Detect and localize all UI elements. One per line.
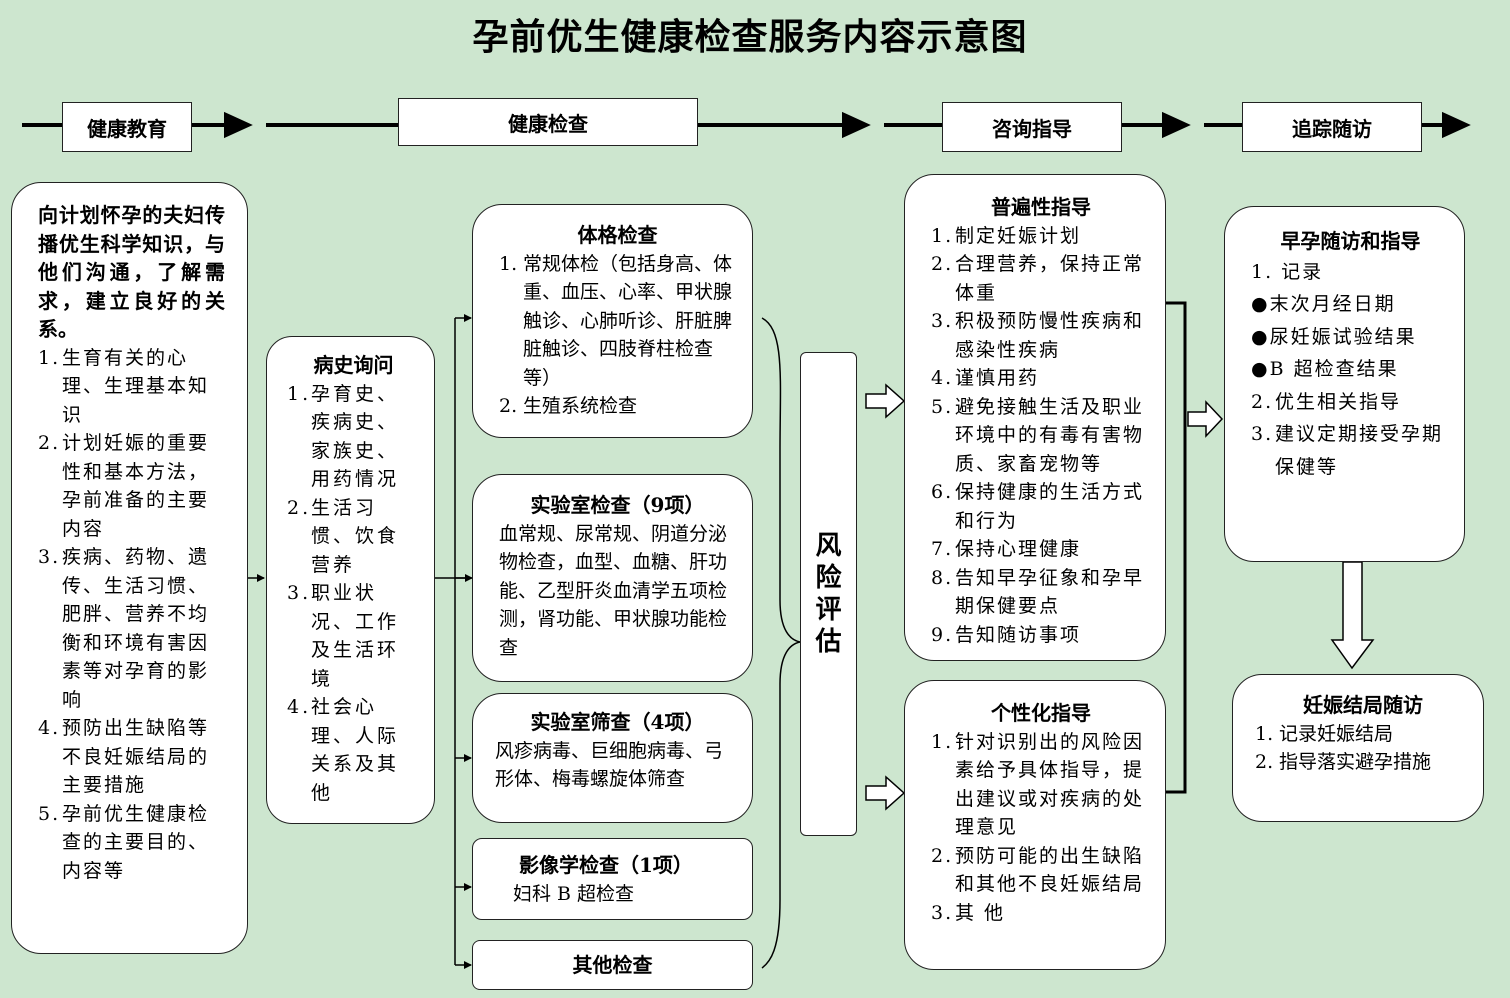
list-item: 6.保持健康的生活方式和行为 [931, 481, 1145, 532]
physical-exam-title: 体格检查 [577, 223, 658, 247]
education-intro: 向计划怀孕的夫妇传播优生科学知识，与他们沟通，了解需求，建立良好的关系。 [38, 203, 225, 341]
stage-consultation: 咨询指导 [942, 102, 1122, 152]
list-item: 5.避免接触生活及职业环境中的有毒有害物质、家畜宠物等 [931, 395, 1145, 475]
bullet-item: ●末次月经日期 [1251, 293, 1396, 315]
list-item: 9.告知随访事项 [931, 623, 1082, 646]
physical-exam-box: 体格检查 1.常规体检（包括身高、体重、血压、心率、甲状腺触诊、心肺听诊、肝脏脾… [472, 204, 753, 438]
outcome-followup-box: 妊娠结局随访 1.记录妊娠结局 2.指导落实避孕措施 [1232, 674, 1484, 822]
risk-assessment-box: 风 险 评 估 [800, 352, 857, 836]
bullet-item: ●B 超检查结果 [1251, 358, 1399, 380]
list-item: 3.其 他 [931, 901, 1006, 924]
list-item: 1.孕育史、疾病史、家族史、用药情况 [287, 382, 400, 491]
list-item: 2.预防可能的出生缺陷和其他不良妊娠结局 [931, 844, 1145, 896]
lab-exam-text: 血常规、尿常规、阴道分泌物检查，血型、血糖、肝功能、乙型肝炎血清学五项检测，肾功… [499, 522, 728, 659]
history-title: 病史询问 [313, 353, 394, 377]
lab-exam-title: 实验室检查（9项） [530, 493, 705, 517]
stage-examination: 健康检查 [398, 98, 698, 146]
lab-screening-title: 实验室筛查（4项） [530, 710, 705, 734]
general-guidance-title: 普遍性指导 [991, 195, 1091, 219]
list-item: 2.生殖系统检查 [499, 395, 638, 417]
stage-followup: 追踪随访 [1242, 102, 1422, 152]
education-box: 向计划怀孕的夫妇传播优生科学知识，与他们沟通，了解需求，建立良好的关系。 1.生… [11, 182, 248, 954]
stage-flow-arrows [22, 111, 1471, 139]
imaging-box: 影像学检查（1项） 妇科 B 超检查 [472, 838, 753, 920]
list-item: 3.积极预防慢性疾病和感染性疾病 [931, 310, 1145, 361]
list-item: 8.告知早孕征象和孕早期保健要点 [931, 566, 1145, 618]
list-item: 1.记录妊娠结局 [1255, 722, 1394, 745]
list-item: 4.谨慎用药 [931, 367, 1040, 389]
list-item: 1.针对识别出的风险因素给予具体指导，提出建议或对疾病的处理意见 [931, 730, 1145, 839]
list-item: 4.预防出生缺陷等不良妊娠结局的主要措施 [38, 717, 210, 796]
list-item: 2.指导落实避孕措施 [1255, 751, 1432, 773]
other-exam-title: 其他检查 [572, 952, 653, 977]
list-item: 2.合理营养，保持正常体重 [931, 253, 1145, 304]
lab-screening-box: 实验室筛查（4项） 风疹病毒、巨细胞病毒、弓形体、梅毒螺旋体筛查 [472, 693, 753, 823]
list-item: 2.计划妊娠的重要性和基本方法，孕前准备的主要内容 [38, 432, 210, 540]
risk-char: 估 [815, 627, 842, 657]
education-list: 1.生育有关的心理、生理基本知识 2.计划妊娠的重要性和基本方法，孕前准备的主要… [38, 344, 225, 886]
list-item: 2.优生相关指导 [1251, 390, 1402, 413]
list-item: 4.社会心理、人际关系及其他 [287, 696, 400, 804]
bullet-item: ●尿妊娠试验结果 [1251, 325, 1417, 348]
list-item: 1.常规体检（包括身高、体重、血压、心率、甲状腺触诊、心肺听诊、肝脏脾脏触诊、四… [499, 252, 733, 389]
imaging-text: 妇科 B 超检查 [513, 882, 635, 905]
list-item: 1.生育有关的心理、生理基本知识 [38, 346, 210, 426]
list-item: 3.职业状况、工作及生活环境 [287, 582, 400, 690]
risk-char: 险 [815, 563, 842, 593]
other-exam-box: 其他检查 [472, 940, 753, 990]
personal-guidance-box: 个性化指导 1.针对识别出的风险因素给予具体指导，提出建议或对疾病的处理意见 2… [904, 680, 1166, 970]
lab-exam-box: 实验室检查（9项） 血常规、尿常规、阴道分泌物检查，血型、血糖、肝功能、乙型肝炎… [472, 474, 753, 682]
list-item: 5.孕前优生健康检查的主要目的、内容等 [38, 802, 210, 882]
general-guidance-box: 普遍性指导 1.制定妊娠计划 2.合理营养，保持正常体重 3.积极预防慢性疾病和… [904, 174, 1166, 661]
list-item: 1.制定妊娠计划 [931, 224, 1082, 247]
list-item: 3.疾病、药物、遗传、生活习惯、肥胖、营养不均衡和环境有害因素等对孕育的影响 [38, 546, 210, 711]
history-box: 病史询问 1.孕育史、疾病史、家族史、用药情况 2.生活习惯、饮食营养 3.职业… [266, 336, 435, 824]
stage-education: 健康教育 [62, 102, 192, 152]
list-item: 7.保持心理健康 [931, 538, 1082, 560]
personal-guidance-title: 个性化指导 [991, 701, 1091, 725]
lab-screening-text: 风疹病毒、巨细胞病毒、弓形体、梅毒螺旋体筛查 [495, 739, 724, 791]
risk-char: 风 [815, 531, 842, 561]
list-item: 3.建议定期接受孕期保健等 [1251, 423, 1444, 478]
list-item: 2.生活习惯、饮食营养 [287, 496, 400, 576]
risk-char: 评 [815, 595, 842, 625]
page-title: 孕前优生健康检查服务内容示意图 [472, 16, 1028, 58]
outcome-followup-title: 妊娠结局随访 [1303, 693, 1423, 717]
early-followup-title: 早孕随访和指导 [1280, 229, 1421, 253]
early-followup-box: 早孕随访和指导 1. 记录 ●末次月经日期 ●尿妊娠试验结果 ●B 超检查结果 … [1224, 206, 1465, 562]
imaging-title: 影像学检查（1项） [519, 853, 693, 877]
early-record-label: 1. 记录 [1251, 260, 1324, 283]
